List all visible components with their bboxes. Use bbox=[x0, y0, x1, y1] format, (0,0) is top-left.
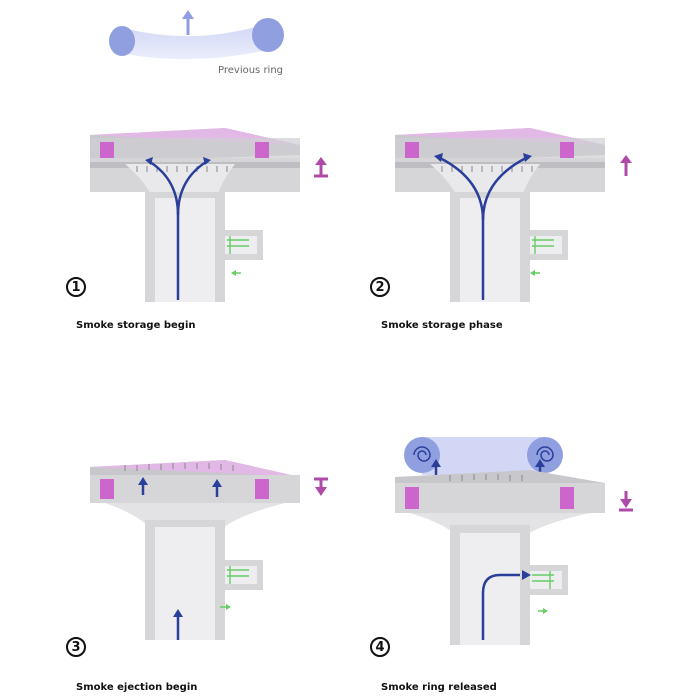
panel-step-2 bbox=[370, 120, 632, 350]
step-caption-4: Smoke ring released bbox=[381, 682, 497, 693]
panel-step-1 bbox=[65, 120, 328, 350]
step-number-3: 3 bbox=[66, 637, 86, 657]
step-number-1: 1 bbox=[66, 277, 86, 297]
previous-ring-illustration bbox=[100, 5, 300, 75]
panel-step-3 bbox=[65, 455, 328, 685]
step-caption-3: Smoke ejection begin bbox=[76, 682, 198, 693]
panel-step-4 bbox=[370, 425, 633, 655]
step-number-2: 2 bbox=[370, 277, 390, 297]
step-caption-2: Smoke storage phase bbox=[381, 320, 503, 331]
step-caption-1: Smoke storage begin bbox=[76, 320, 196, 331]
step-number-4: 4 bbox=[370, 637, 390, 657]
previous-ring-label: Previous ring bbox=[218, 65, 284, 76]
